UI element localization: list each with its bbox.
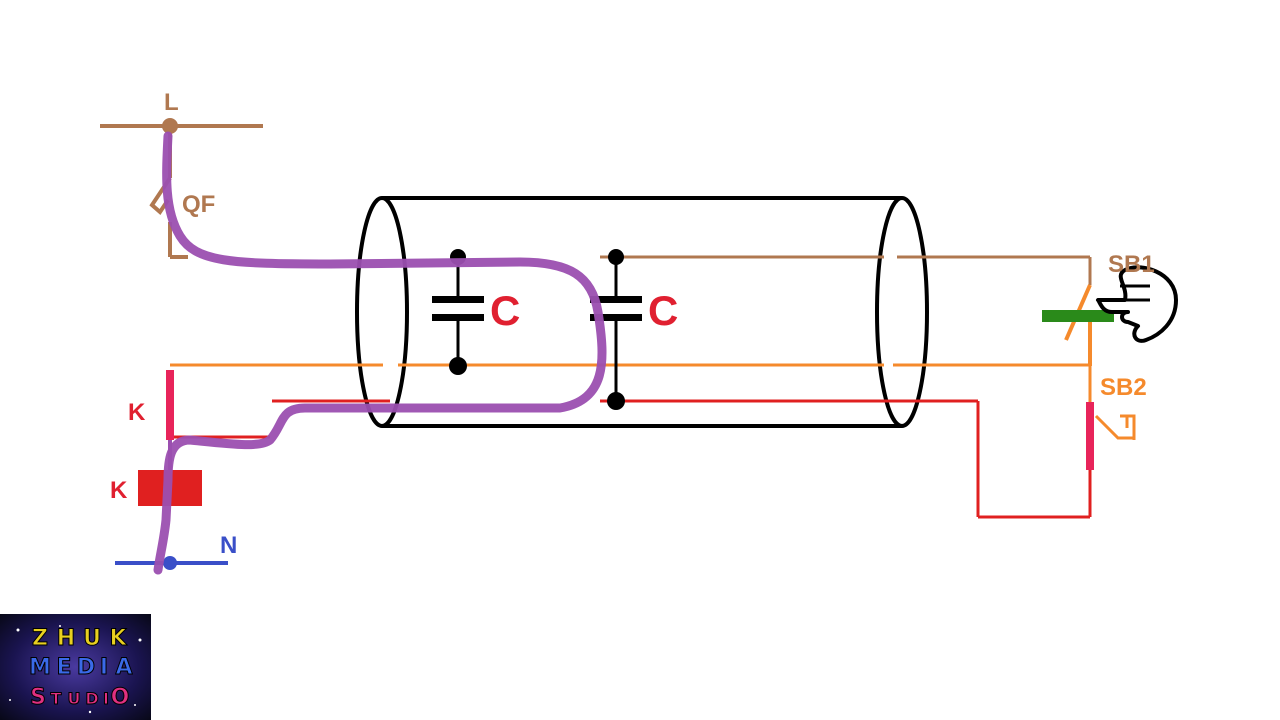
logo-letter: Z — [32, 626, 48, 651]
logo-letter: T — [51, 689, 62, 708]
logo-letter: I — [100, 655, 108, 680]
label-line: L — [164, 89, 179, 116]
logo-letter: O — [111, 685, 130, 710]
cable-body — [355, 196, 929, 428]
logo-letter: S — [30, 685, 46, 710]
logo-letter: K — [109, 626, 127, 651]
label-cap2: C — [648, 287, 678, 334]
logo-letter: M — [29, 655, 51, 680]
label-sb2: SB2 — [1100, 374, 1147, 401]
button-spring-icon — [1094, 414, 1136, 440]
capacitor-icon — [432, 249, 484, 375]
capacitor-icon — [590, 249, 642, 410]
logo-letter: A — [115, 655, 132, 680]
logo-letter: U — [68, 689, 81, 708]
sb1-button — [1042, 265, 1178, 366]
logo-letter: E — [56, 655, 71, 680]
label-coil: K — [110, 477, 128, 504]
label-contact: K — [128, 399, 146, 426]
label-breaker: QF — [182, 191, 215, 218]
logo-letter: I — [103, 689, 109, 708]
neutral-line — [115, 556, 228, 570]
orange-conductor — [170, 363, 1092, 402]
red-conductor — [170, 399, 1092, 519]
logo-letter: U — [83, 626, 101, 651]
label-neutral: N — [220, 532, 237, 559]
logo-letter: H — [57, 626, 75, 651]
logo-letter: D — [77, 655, 95, 680]
logo-letter: D — [85, 689, 98, 708]
sb2-button — [1086, 402, 1136, 470]
label-sb1: SB1 — [1108, 251, 1155, 278]
current-path — [153, 131, 607, 575]
brown-conductor — [600, 255, 1092, 285]
hand-pointer-icon — [1096, 265, 1178, 343]
studio-logo: Z H U K M E D I A S T U D I O — [0, 614, 151, 720]
breaker-switch-icon — [149, 176, 172, 216]
label-cap1: C — [490, 287, 520, 334]
